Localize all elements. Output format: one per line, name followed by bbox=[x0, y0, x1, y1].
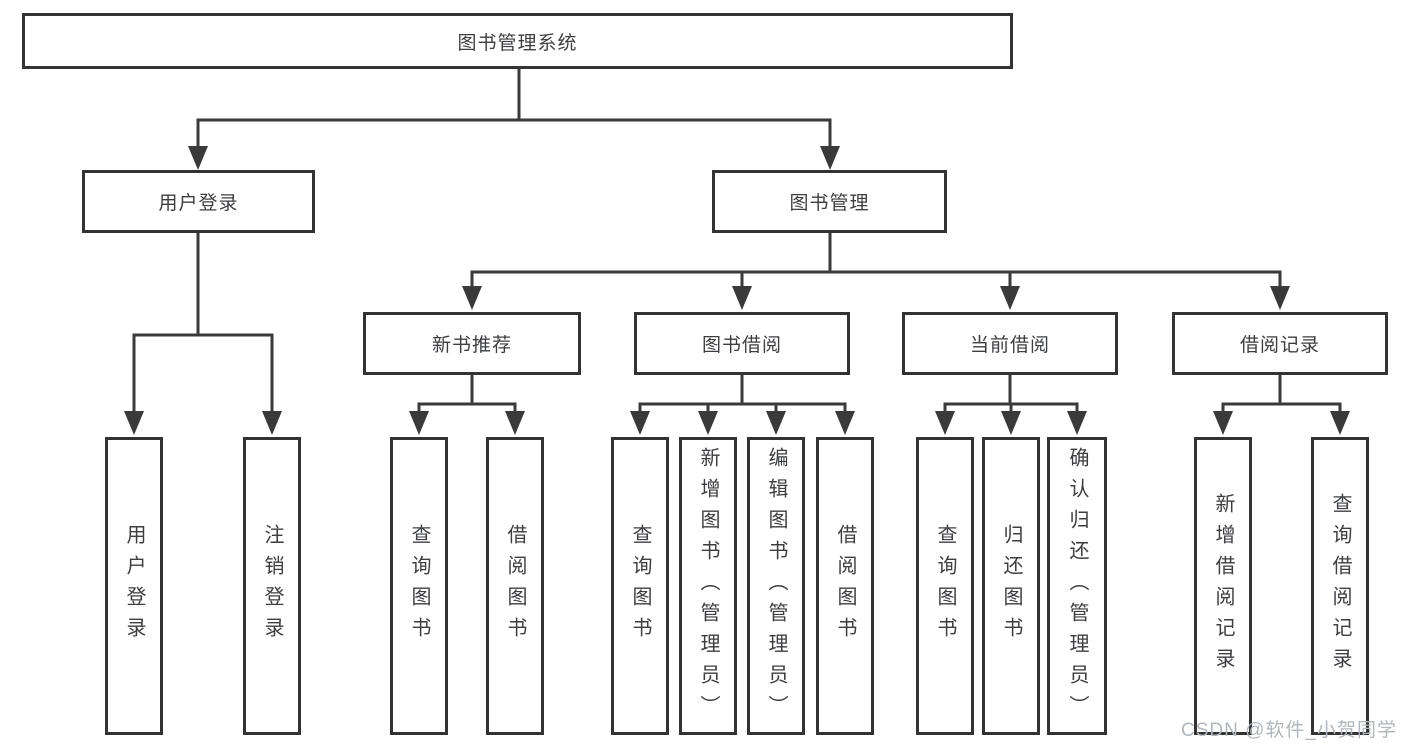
leaf-borrow-books-1: 借阅图书 bbox=[486, 437, 544, 735]
leaf-label: 归还图书 bbox=[1000, 524, 1022, 648]
arrowhead bbox=[630, 411, 650, 435]
node-book-borrow: 图书借阅 bbox=[634, 312, 850, 375]
connector-new-books bbox=[417, 375, 517, 414]
leaf-edit-books-admin: 编辑图书（管理员） bbox=[747, 437, 805, 735]
leaf-confirm-return-admin: 确认归还（管理员） bbox=[1047, 437, 1107, 735]
node-root-label: 图书管理系统 bbox=[457, 32, 578, 54]
node-book-borrow-label: 图书借阅 bbox=[701, 335, 782, 356]
node-book-mgmt-label: 图书管理 bbox=[789, 193, 870, 214]
arrowhead bbox=[698, 411, 718, 435]
arrowhead bbox=[820, 146, 840, 170]
leaf-label: 新增图书（管理员） bbox=[697, 446, 719, 726]
leaf-logout: 注销登录 bbox=[243, 437, 301, 735]
arrowhead bbox=[1000, 286, 1020, 310]
arrowhead bbox=[1330, 411, 1350, 435]
leaf-return-books: 归还图书 bbox=[982, 437, 1040, 735]
leaf-label: 确认归还（管理员） bbox=[1066, 446, 1088, 726]
node-current-borrow-label: 当前借阅 bbox=[969, 335, 1050, 356]
connector-book-borrow bbox=[638, 375, 847, 414]
leaf-borrow-books-2: 借阅图书 bbox=[816, 437, 874, 735]
arrowhead bbox=[124, 411, 144, 435]
node-root: 图书管理系统 bbox=[22, 13, 1013, 69]
leaf-label: 编辑图书（管理员） bbox=[765, 446, 787, 726]
leaf-label: 查询图书 bbox=[629, 524, 651, 648]
leaf-label: 新增借阅记录 bbox=[1212, 493, 1234, 679]
arrowhead bbox=[1001, 411, 1021, 435]
connector-current-borrow bbox=[943, 375, 1079, 414]
connector-root bbox=[196, 69, 832, 148]
arrowhead bbox=[766, 411, 786, 435]
leaf-add-books-admin: 新增图书（管理员） bbox=[679, 437, 737, 735]
leaf-label: 用户登录 bbox=[123, 524, 145, 648]
arrowhead bbox=[462, 286, 482, 310]
arrowhead bbox=[1270, 286, 1290, 310]
leaf-add-borrow-record: 新增借阅记录 bbox=[1194, 437, 1252, 735]
leaf-query-borrow-record: 查询借阅记录 bbox=[1311, 437, 1369, 735]
connector-user-login bbox=[132, 233, 274, 413]
watermark: CSDN @软件_小贺同学 bbox=[1181, 720, 1397, 741]
node-borrow-records-label: 借阅记录 bbox=[1239, 335, 1320, 356]
node-new-books-label: 新书推荐 bbox=[431, 335, 512, 356]
arrowhead bbox=[1213, 411, 1233, 435]
connector-borrow-records bbox=[1221, 375, 1342, 414]
arrowhead bbox=[505, 411, 525, 435]
arrowhead bbox=[1067, 411, 1087, 435]
node-user-login: 用户登录 bbox=[82, 170, 315, 233]
node-book-mgmt: 图书管理 bbox=[712, 170, 947, 233]
leaf-label: 查询图书 bbox=[934, 524, 956, 648]
arrowhead bbox=[409, 411, 429, 435]
node-borrow-records: 借阅记录 bbox=[1172, 312, 1388, 375]
leaf-label: 查询图书 bbox=[408, 524, 430, 648]
node-new-books: 新书推荐 bbox=[363, 312, 581, 375]
arrowhead bbox=[188, 146, 208, 170]
connector-book-mgmt bbox=[470, 233, 1282, 290]
arrowhead bbox=[935, 411, 955, 435]
leaf-label: 注销登录 bbox=[261, 524, 283, 648]
node-current-borrow: 当前借阅 bbox=[902, 312, 1118, 375]
leaf-user-login: 用户登录 bbox=[105, 437, 163, 735]
leaf-query-books-3: 查询图书 bbox=[916, 437, 974, 735]
leaf-label: 查询借阅记录 bbox=[1329, 493, 1351, 679]
leaf-query-books-2: 查询图书 bbox=[611, 437, 669, 735]
leaf-query-books-1: 查询图书 bbox=[390, 437, 448, 735]
leaf-label: 借阅图书 bbox=[504, 524, 526, 648]
node-user-login-label: 用户登录 bbox=[158, 193, 239, 214]
arrowhead bbox=[835, 411, 855, 435]
leaf-label: 借阅图书 bbox=[834, 524, 856, 648]
arrowhead bbox=[732, 286, 752, 310]
arrowhead bbox=[262, 411, 282, 435]
